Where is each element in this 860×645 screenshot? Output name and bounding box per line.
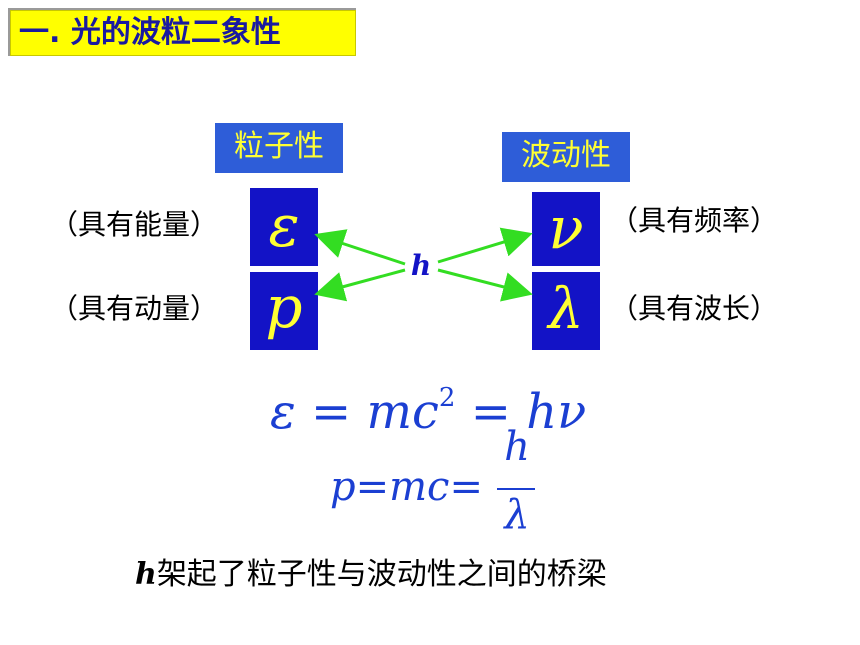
p-symbol-box: p [250,272,318,350]
formula-mc: mc [366,384,439,440]
formula-eq-b: = [470,384,511,440]
lambda-symbol-box: λ [532,272,600,350]
formula2-eq-b: = [449,464,483,510]
title-shadow: 一. 光的波粒二象性 [8,8,356,56]
bridge-statement: h架起了粒子性与波动性之间的桥梁 [135,555,607,595]
formula-h: h [526,384,558,440]
formula2-p: p [330,464,356,510]
momentum-text: （具有动量） [50,292,219,325]
formula-energy: ε = mc2 = hν [270,368,586,442]
formula2-eq-a: = [355,464,390,510]
formula-momentum: p=mc= [330,462,483,512]
formula-nu: ν [557,384,587,440]
energy-text: （具有能量） [50,208,219,241]
h-label: h [411,249,431,282]
slide-title: 一. 光的波粒二象性 [10,10,356,56]
bridge-h: h [135,557,157,592]
wavelength-text: （具有波长） [610,292,779,325]
arrow-to-epsilon [314,229,406,266]
arrow-to-p [314,268,406,302]
arrow-to-lambda [437,268,533,302]
wave-label: 波动性 [502,132,630,182]
fraction-bar [497,488,535,490]
nu-symbol-box: ν [532,192,600,266]
arrow-to-nu [437,227,533,264]
particle-label: 粒子性 [215,123,343,173]
formula-eps: ε [270,384,296,440]
formula2-mc: mc [389,464,450,510]
formula-eq-a: = [311,384,352,440]
formula-sup: 2 [438,383,456,413]
epsilon-symbol-box: ε [250,188,318,266]
frequency-text: （具有频率） [610,204,779,237]
fraction-denominator: λ [504,492,530,538]
fraction-numerator: h [504,424,530,470]
bridge-text: 架起了粒子性与波动性之间的桥梁 [156,557,607,592]
